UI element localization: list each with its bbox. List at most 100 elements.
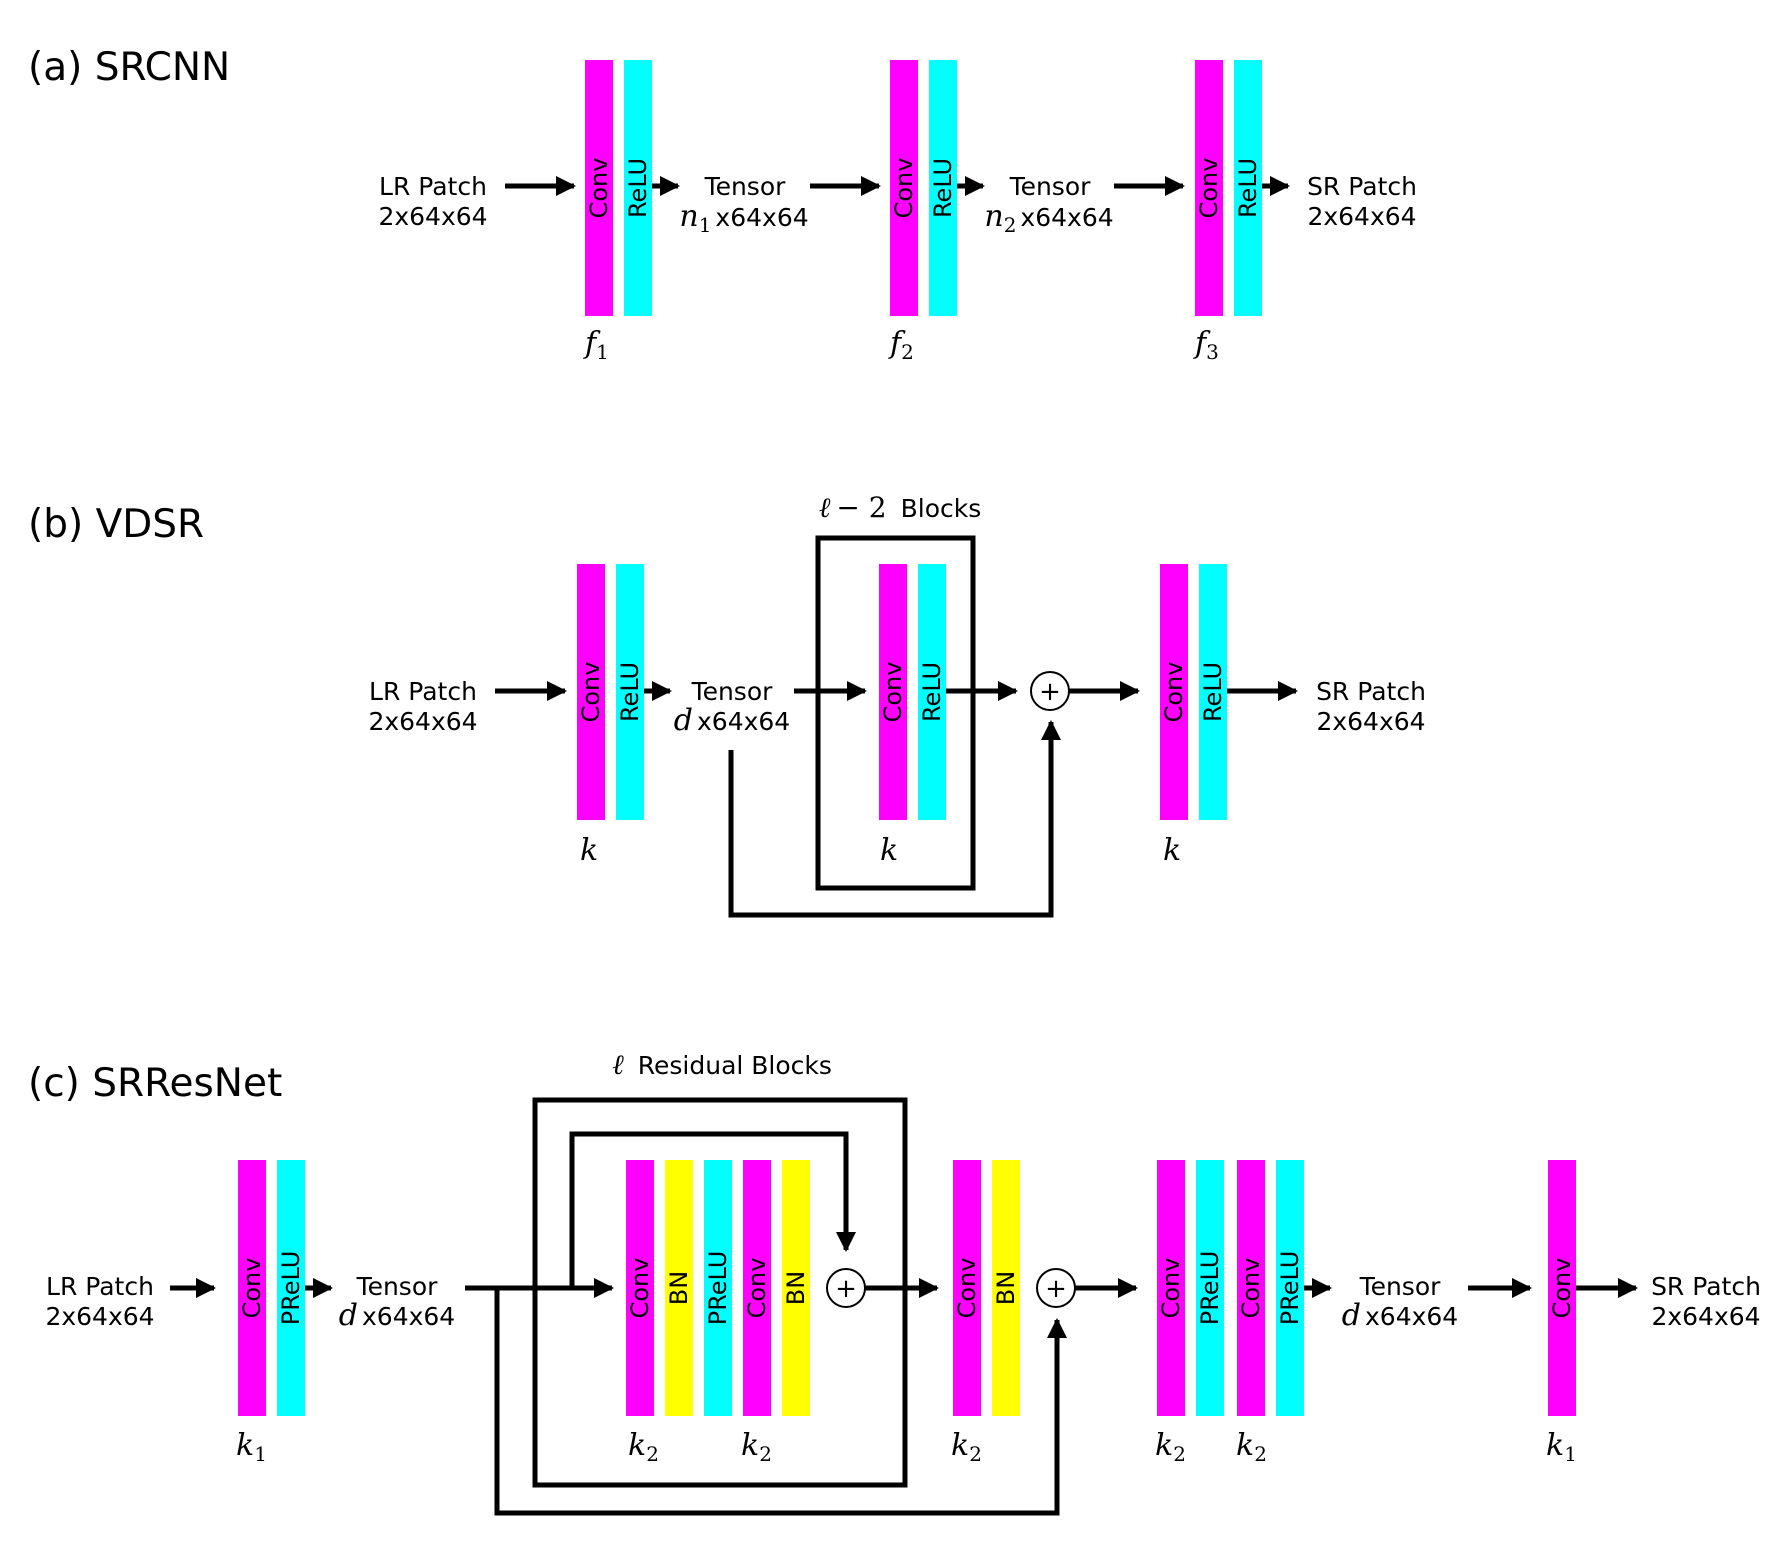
conv-label: Conv xyxy=(238,1258,266,1319)
kernel-label-f3: f3 xyxy=(1193,326,1219,364)
kernel-label-k1: k1 xyxy=(236,1428,267,1466)
plus-icon: + xyxy=(1045,1274,1067,1304)
bn-label: BN xyxy=(992,1271,1020,1305)
panel-srcnn: (a) SRCNN LR Patch 2x64x64 Conv ReLU Ten… xyxy=(28,45,1417,364)
relu-label: ReLU xyxy=(624,158,652,218)
conv-label: Conv xyxy=(1548,1258,1576,1319)
relu-label: ReLU xyxy=(1234,158,1262,218)
kernel-label-k: k xyxy=(1163,833,1181,868)
panel-vdsr: (b) VDSR LR Patch 2x64x64 Conv ReLU Tens… xyxy=(28,491,1426,918)
kernel-label-k: k xyxy=(580,833,598,868)
conv-label: Conv xyxy=(626,1258,654,1319)
conv-block xyxy=(890,60,918,316)
bn-block xyxy=(992,1160,1020,1416)
panel-title-vdsr: (b) VDSR xyxy=(28,502,204,547)
bn-block xyxy=(782,1160,810,1416)
conv-block xyxy=(1237,1160,1265,1416)
conv-label: Conv xyxy=(1160,662,1188,723)
conv-label: Conv xyxy=(1195,158,1223,219)
bn-block xyxy=(665,1160,693,1416)
vdsr-input-dims: 2x64x64 xyxy=(368,707,477,736)
relu-block xyxy=(624,60,652,316)
residual-frame xyxy=(532,1097,908,1488)
panel-srresnet: (c) SRResNet LR Patch 2x64x64 Conv PReLU… xyxy=(28,1048,1761,1516)
srcnn-input-dims: 2x64x64 xyxy=(378,202,487,231)
srcnn-input-label: LR Patch xyxy=(379,172,487,201)
vdsr-input-label: LR Patch xyxy=(369,677,477,706)
relu-block xyxy=(918,564,946,820)
kernel-label-k1: k1 xyxy=(1546,1428,1577,1466)
srresnet-tensor2-label: Tensor xyxy=(1359,1272,1442,1301)
kernel-label-k2: k2 xyxy=(628,1428,659,1466)
prelu-label: PReLU xyxy=(277,1251,305,1326)
prelu-label: PReLU xyxy=(1196,1251,1224,1326)
conv-block xyxy=(1548,1160,1576,1416)
relu-label: ReLU xyxy=(918,662,946,722)
panel-title-srcnn: (a) SRCNN xyxy=(28,45,230,90)
vdsr-output-label: SR Patch xyxy=(1316,677,1426,706)
conv-block xyxy=(238,1160,266,1416)
kernel-label-k2: k2 xyxy=(951,1428,982,1466)
relu-block xyxy=(616,564,644,820)
srcnn-tensor1-label: Tensor xyxy=(704,172,787,201)
vdsr-tensor-label: Tensor xyxy=(691,677,774,706)
srresnet-input-label: LR Patch xyxy=(46,1272,154,1301)
conv-label: Conv xyxy=(879,662,907,723)
conv-label: Conv xyxy=(1237,1258,1265,1319)
relu-label: ReLU xyxy=(929,158,957,218)
prelu-block xyxy=(1196,1160,1224,1416)
bn-label: BN xyxy=(665,1271,693,1305)
srcnn-output-dims: 2x64x64 xyxy=(1307,202,1416,231)
relu-label: ReLU xyxy=(1199,662,1227,722)
kernel-label-k2: k2 xyxy=(1155,1428,1186,1466)
conv-block xyxy=(626,1160,654,1416)
conv-block xyxy=(743,1160,771,1416)
kernel-label-k: k xyxy=(880,833,898,868)
conv-label: Conv xyxy=(743,1258,771,1319)
prelu-label: PReLU xyxy=(704,1251,732,1326)
outer-skip-connection xyxy=(494,1288,1067,1516)
relu-block xyxy=(929,60,957,316)
srresnet-tensor1-label: Tensor xyxy=(356,1272,439,1301)
panel-title-srresnet: (c) SRResNet xyxy=(28,1061,282,1106)
kernel-label-f2: f2 xyxy=(888,326,914,364)
bn-label: BN xyxy=(782,1271,810,1305)
relu-label: ReLU xyxy=(616,662,644,722)
plus-icon: + xyxy=(835,1274,857,1304)
skip-connection xyxy=(728,720,1061,918)
conv-block xyxy=(953,1160,981,1416)
srresnet-output-dims: 2x64x64 xyxy=(1651,1302,1760,1331)
kernel-label-k2: k2 xyxy=(741,1428,772,1466)
conv-block xyxy=(1160,564,1188,820)
conv-block xyxy=(1195,60,1223,316)
kernel-label-k2: k2 xyxy=(1236,1428,1267,1466)
repeat-frame xyxy=(815,535,976,891)
srcnn-tensor2-label: Tensor xyxy=(1009,172,1092,201)
conv-label: Conv xyxy=(577,662,605,723)
kernel-label-f1: f1 xyxy=(583,326,609,364)
conv-label: Conv xyxy=(585,158,613,219)
prelu-block xyxy=(704,1160,732,1416)
vdsr-output-dims: 2x64x64 xyxy=(1316,707,1425,736)
prelu-block xyxy=(1276,1160,1304,1416)
conv-label: Conv xyxy=(1157,1258,1185,1319)
conv-block xyxy=(577,564,605,820)
srresnet-input-dims: 2x64x64 xyxy=(45,1302,154,1331)
prelu-block xyxy=(277,1160,305,1416)
relu-block xyxy=(1199,564,1227,820)
conv-block xyxy=(585,60,613,316)
srresnet-output-label: SR Patch xyxy=(1651,1272,1761,1301)
conv-label: Conv xyxy=(953,1258,981,1319)
prelu-label: PReLU xyxy=(1276,1251,1304,1326)
conv-label: Conv xyxy=(890,158,918,219)
plus-icon: + xyxy=(1039,677,1061,707)
relu-block xyxy=(1234,60,1262,316)
conv-block xyxy=(879,564,907,820)
